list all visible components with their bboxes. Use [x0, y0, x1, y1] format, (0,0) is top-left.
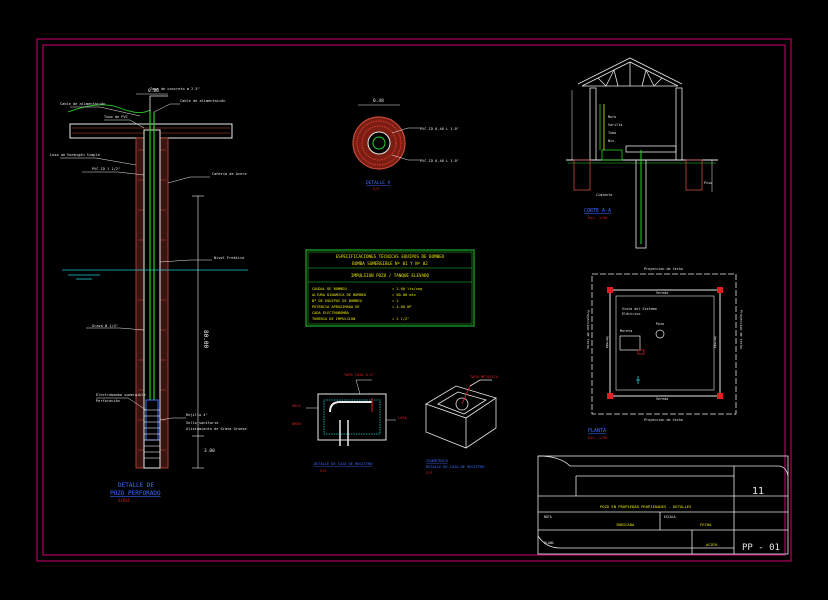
well-note: Perforación — [96, 399, 120, 403]
spec-label: POTENCIA APROXIMADA DE — [312, 305, 360, 309]
chamber-label: TAPA CAJA 0.5" — [344, 373, 374, 377]
specs-subtitle: BOMBA SUMERGIBLE Nº 01 Y Nº 02 — [352, 261, 428, 266]
well-detail: 0.80 80.00 3.00 Cable de alimentación Tu… — [50, 87, 248, 503]
iso-label: TAPA METALICA — [470, 375, 499, 379]
well-note: Sello sanitario — [186, 421, 218, 425]
planta-vereda: Vereda — [713, 336, 717, 348]
corte-title: CORTE A-A — [584, 208, 611, 214]
well-note: Losa de Hormigón Simple — [50, 153, 100, 157]
well-note: Alistamiento de Grava Gruesa — [186, 427, 247, 431]
chamber-label: LOSA — [398, 416, 407, 420]
well-title: DETALLE DE — [118, 482, 155, 489]
well-note: Tapa de concreto ø 2.5" — [150, 87, 200, 91]
title-row2-right: FECHA — [700, 522, 712, 527]
well-note: Tubo de PVC — [104, 115, 128, 119]
spec-label: TUBERIA DE IMPULSION — [312, 317, 355, 321]
planta-edge-label: Proyeccion de techo — [644, 418, 683, 422]
well-note: Nivel Freático — [214, 256, 244, 260]
sheet-number: 11 — [752, 486, 764, 497]
corte-aa: Muro Varilla Tubo Niv. Piso Cimiento COR… — [566, 57, 718, 249]
planta-edge-label: Proyeccion de techo — [739, 310, 743, 349]
footer-left: PLANO — [544, 541, 554, 545]
iso-title: ISOMETRICO — [426, 459, 448, 463]
iso-scale: S/E — [426, 471, 433, 475]
well-scale: S/ESC — [118, 498, 131, 503]
project-name: POZO EN PROPIEDAD PROPIEDADES - DETALLES — [600, 504, 692, 509]
corte-scale: Esc. 1/50 — [588, 216, 607, 220]
cross-section-detail: 0.48 PVC ID 0.40 L 1.0" PVC ID 0.40 L 1.… — [352, 98, 459, 191]
spec-label: Nº DE EQUIPOS DE BOMBEO — [312, 299, 362, 303]
title-row1-left: NOTA — [544, 515, 552, 519]
circle-title: DETALLE A — [366, 180, 391, 186]
spec-value: = 4.00 HP — [392, 305, 411, 309]
chamber-isometric: TAPA METALICA ISOMETRICO DETALLE DE CAJA… — [425, 375, 499, 475]
chamber-scale: S/E — [320, 469, 327, 473]
planta-edge-label: Proyeccion de techo — [586, 310, 590, 349]
corte-label: Tubo — [608, 131, 616, 135]
spec-label: CAUDAL DE BOMBEO — [312, 287, 347, 291]
planta-vereda: Vereda — [656, 397, 668, 401]
specs-title: ESPECIFICACIONES TÉCNICAS EQUIPOS DE BOM… — [336, 254, 445, 259]
planta-inner-label: Pozo — [656, 322, 664, 326]
title-block: 11 POZO EN PROPIEDAD PROPIEDADES - DETAL… — [537, 455, 789, 555]
spec-label: ALTURA DINAMICA DE BOMBEO — [312, 293, 366, 297]
chamber-label: DREN — [292, 422, 301, 426]
planta-scale: Esc. 1/50 — [588, 436, 607, 440]
spec-value: = 80.00 mts — [392, 293, 416, 297]
corte-label: Piso — [704, 181, 712, 185]
roof-projection — [591, 273, 737, 415]
footer-mid: ACOTA — [706, 542, 718, 547]
chamber-title: DETALLE DE CAJA DE REGISTRO — [314, 462, 372, 466]
well-title-2: POZO PERFORADO — [110, 490, 161, 497]
well-note: Cable de alimentación — [180, 99, 225, 103]
planta-vereda: Vereda — [656, 291, 668, 295]
planta-inner-label: Eléctrico — [622, 312, 640, 316]
spec-value: = 2.00 lts/seg — [392, 287, 422, 291]
well-bottom-dim: 3.00 — [204, 448, 215, 454]
roof-truss — [577, 57, 683, 87]
circle-dim: 0.48 — [373, 98, 384, 104]
specs-table: ESPECIFICACIONES TÉCNICAS EQUIPOS DE BOM… — [305, 249, 475, 327]
chamber-label: ROCA — [292, 404, 301, 408]
well-depth-dim: 80.00 — [202, 330, 209, 348]
spec-value: = 2 — [392, 299, 399, 303]
planta-vereda: Vereda — [605, 336, 609, 348]
circle-label: PVC ID 0.40 L 1.0" — [420, 159, 459, 163]
planta-edge-label: Proyeccion de techo — [644, 267, 683, 271]
well-note: PVC ID 1 1/2" — [92, 167, 120, 171]
circle-label: PVC ID 0.40 L 1.0" — [420, 127, 459, 131]
planta-title: PLANTA — [588, 428, 606, 434]
sheet-border — [36, 38, 792, 562]
plan-code: PP - 01 — [742, 543, 780, 553]
corte-label: Varilla — [608, 123, 622, 127]
iso-title-2: DETALLE DE CAJA DE REGISTRO — [426, 465, 484, 469]
well-note: Grava Ø 1/4" — [92, 323, 118, 328]
well-screen — [144, 409, 160, 459]
corte-label: Cimiento — [596, 193, 612, 197]
well-note: Cable de alimentación — [60, 102, 105, 106]
casing-ring — [367, 131, 391, 155]
corte-label: Muro — [608, 115, 616, 119]
planta-inner-label: Mureta — [620, 329, 632, 333]
title-row1-right: ESCALA — [664, 515, 676, 519]
planta-inner-label: Vista del Sistema — [622, 307, 657, 311]
specs-section: IMPULSION POZO / TANQUE ELEVADO — [351, 273, 430, 278]
well-width-dim: 0.80 — [148, 88, 159, 94]
spec-label: CADA ELECTROBOMBA — [312, 311, 350, 315]
circle-scale: S/E — [373, 187, 380, 191]
title-row2-left: INDICADA — [616, 522, 635, 527]
well-casing — [143, 129, 161, 469]
spec-value: = 2 1/2" — [392, 317, 409, 321]
well-note: Electrobomba sumergible — [96, 393, 146, 397]
well-note: Rejilla 4" — [186, 413, 208, 417]
chamber-section: TAPA CAJA 0.5" ROCA LOSA DREN DETALLE DE… — [292, 373, 407, 473]
well-note: Cañería de Acero — [212, 172, 247, 176]
water-table — [62, 269, 248, 280]
corte-label: Niv. — [608, 139, 616, 143]
planta: Proyeccion de techo Proyeccion de techo … — [586, 267, 743, 440]
